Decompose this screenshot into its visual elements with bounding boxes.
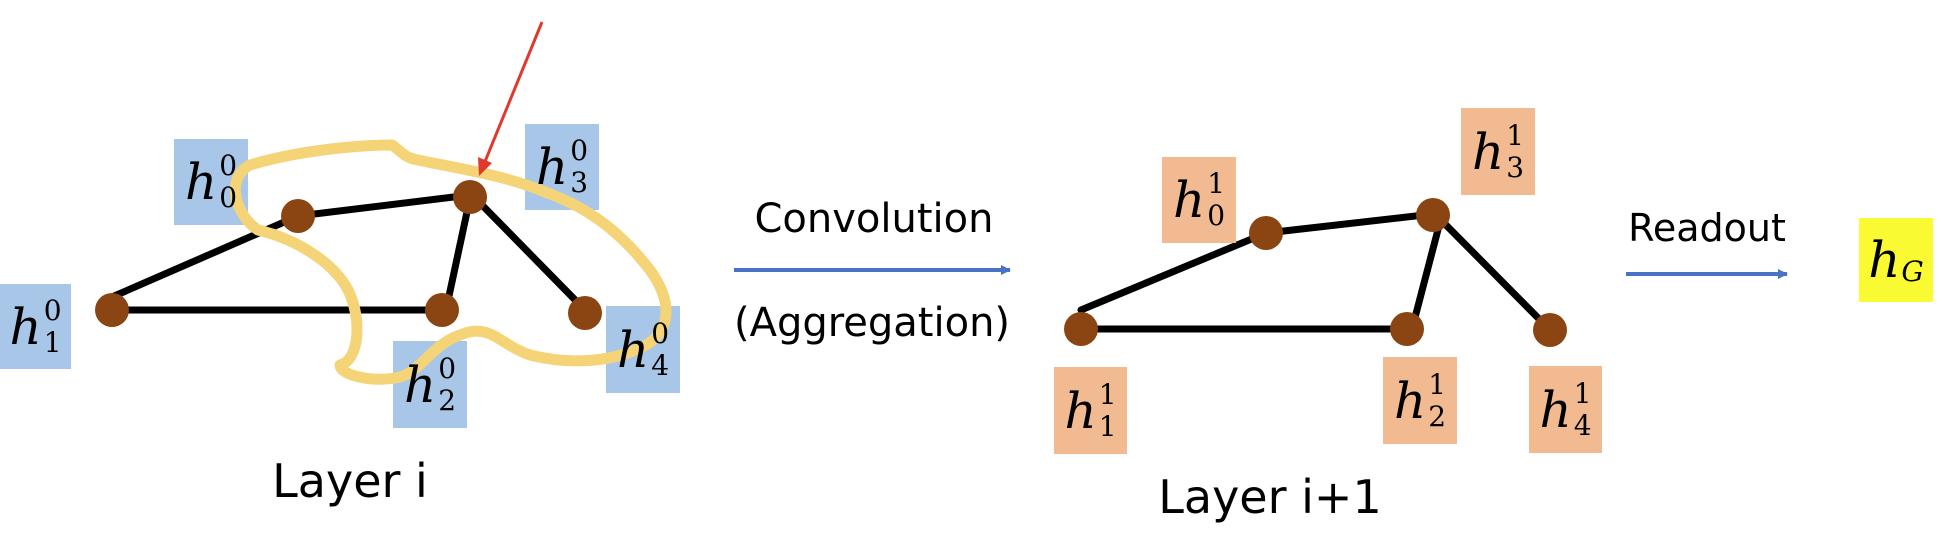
layer-i1-nodes <box>1064 198 1567 347</box>
node-l0-h4 <box>568 296 602 330</box>
node-l0-h1 <box>95 293 129 327</box>
selection-outline <box>229 139 672 385</box>
edge-l0-h3-h2 <box>442 194 474 314</box>
edge-l0-h3-h4 <box>476 199 589 314</box>
box-l1-h4 <box>1529 366 1602 453</box>
layer-i1-caption: Layer i+1 <box>1158 470 1382 524</box>
layer-i1-edges <box>1077 210 1554 334</box>
node-l1-h3 <box>1416 198 1450 232</box>
node-l1-h4 <box>1533 313 1567 347</box>
box-l1-h1 <box>1054 367 1127 454</box>
node-l0-h3 <box>453 180 487 214</box>
box-l0-h1 <box>0 284 71 369</box>
pointer-arrow <box>478 21 544 176</box>
box-readout-hg <box>1859 218 1933 302</box>
layer-i1-label-boxes <box>1054 108 1602 454</box>
node-l1-h1 <box>1064 312 1098 346</box>
readout-label: Readout <box>1628 206 1786 250</box>
node-l1-h0 <box>1249 216 1283 250</box>
label-readout-hg: h G <box>1868 231 1924 289</box>
edge-l0-h0-h3 <box>294 191 474 220</box>
aggregation-label: (Aggregation) <box>733 300 1011 346</box>
edge-l1-h1-h0 <box>1077 229 1270 314</box>
edge-l1-h3-h4 <box>1439 218 1554 334</box>
box-l1-h3 <box>1461 108 1535 195</box>
edge-l1-h3-h2 <box>1408 218 1444 333</box>
node-l0-h0 <box>281 199 315 233</box>
node-l1-h2 <box>1390 312 1424 346</box>
edge-l1-h0-h3 <box>1262 210 1437 237</box>
node-l0-h2 <box>425 293 459 327</box>
box-l1-h2 <box>1383 357 1457 444</box>
box-l1-h0 <box>1162 157 1236 243</box>
layer-i-caption: Layer i <box>272 454 428 508</box>
layer-i-nodes <box>95 180 602 330</box>
convolution-label: Convolution <box>754 196 994 242</box>
